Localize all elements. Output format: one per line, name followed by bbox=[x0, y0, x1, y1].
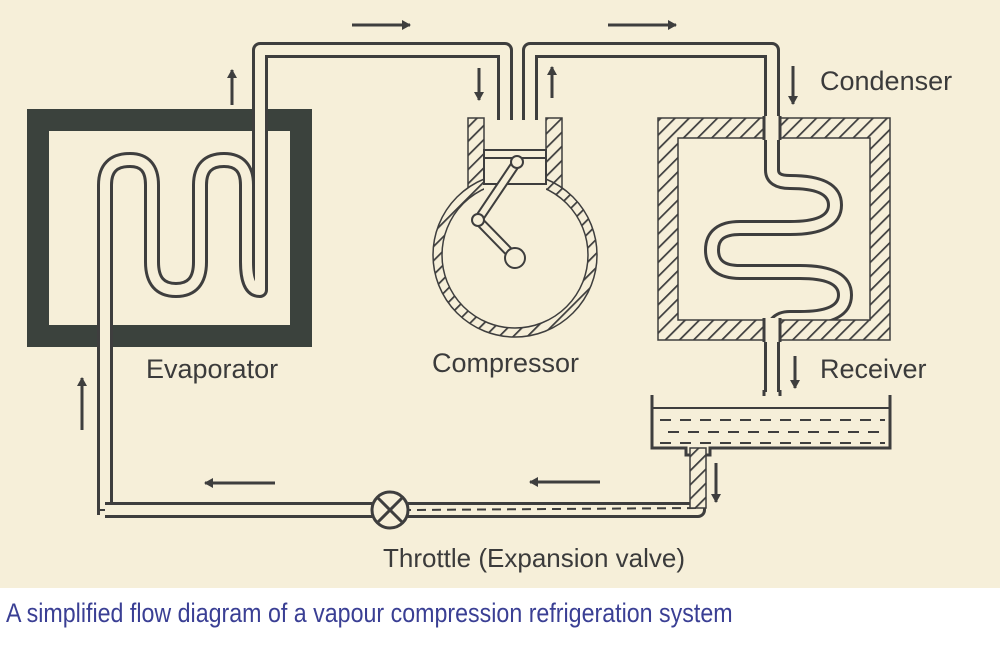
condenser-box bbox=[657, 116, 891, 342]
receiver-tank bbox=[650, 390, 892, 509]
label-receiver: Receiver bbox=[820, 354, 927, 384]
crankshaft bbox=[504, 247, 526, 269]
flow-arrows bbox=[77, 20, 800, 503]
label-throttle: Throttle (Expansion valve) bbox=[383, 543, 685, 573]
compressor bbox=[432, 117, 598, 338]
label-evaporator: Evaporator bbox=[146, 354, 278, 384]
expansion-valve bbox=[370, 490, 410, 530]
figure-caption: A simplified flow diagram of a vapour co… bbox=[6, 598, 733, 628]
label-compressor: Compressor bbox=[432, 348, 579, 378]
refrigeration-diagram: Condenser Receiver Evaporator Compressor… bbox=[0, 0, 1000, 588]
evaporator-box bbox=[27, 109, 312, 347]
label-condenser: Condenser bbox=[820, 66, 952, 96]
